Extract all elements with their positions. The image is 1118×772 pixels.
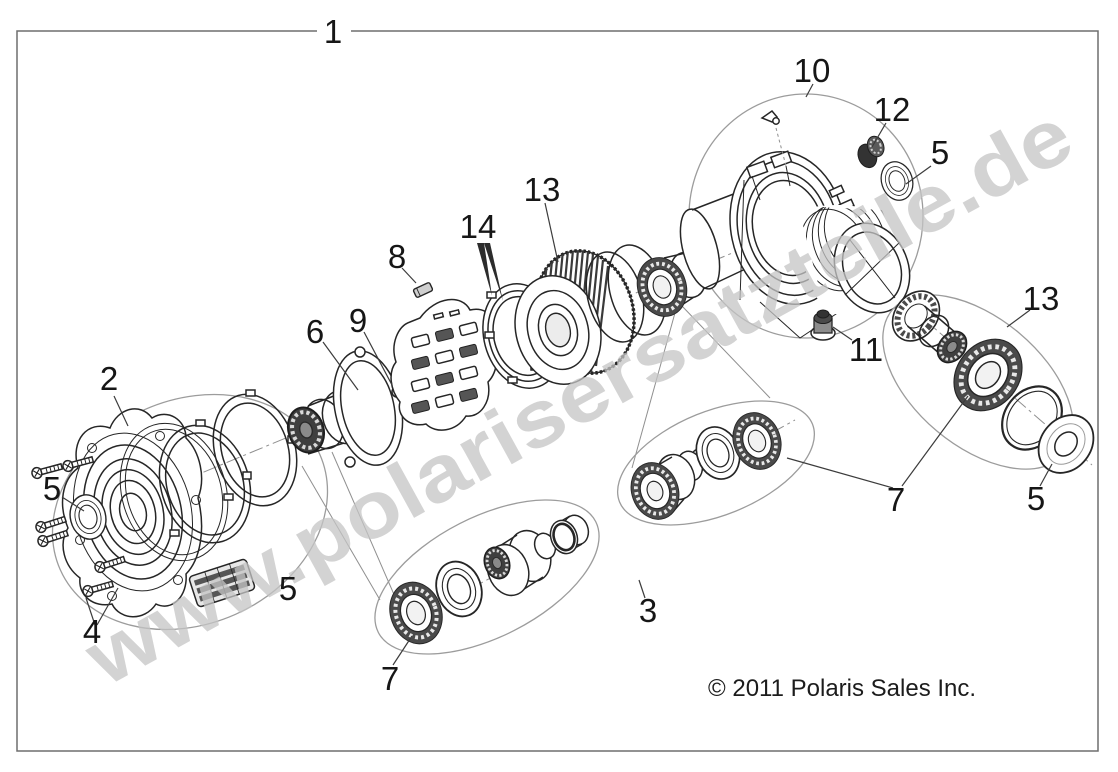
callout-bearing-right: 7 <box>887 481 905 518</box>
drain-plug <box>810 309 836 341</box>
thrust-washer <box>1037 414 1095 474</box>
bearing-kit-right <box>616 400 816 526</box>
callout-housing: 10 <box>794 52 831 89</box>
kit-hub <box>478 529 557 597</box>
callout-seal-left: 5 <box>43 470 61 507</box>
callout-fill-plug: 12 <box>874 91 911 128</box>
callout-clutch-drum: 13 <box>524 171 561 208</box>
input-tube <box>679 189 757 290</box>
callout-bearing-left: 7 <box>381 660 399 697</box>
cover-group-outline <box>51 393 329 631</box>
callout-labels: 1 2 5 4 5 6 9 8 14 13 10 12 5 11 13 5 7 … <box>43 13 1060 697</box>
callout-armature: 6 <box>306 313 324 350</box>
projection-lines <box>301 301 771 623</box>
callout-assembly: 1 <box>324 13 342 50</box>
callout-needle-cage: 5 <box>279 570 297 607</box>
callout-front-cover: 2 <box>100 360 118 397</box>
rollers <box>410 321 479 414</box>
callout-drain-plug: 11 <box>849 331 883 368</box>
callout-output-shaft: 13 <box>1023 280 1060 317</box>
screw <box>33 513 68 535</box>
needle-cage <box>188 558 256 608</box>
kit-hub2 <box>630 448 710 520</box>
callout-dowel-pin: 8 <box>388 238 406 275</box>
pinion-shaft <box>891 290 975 370</box>
output-tube <box>795 204 911 315</box>
watermark-text: www.polarisersatzteile.de <box>70 90 1087 703</box>
dowel-pin <box>412 282 434 298</box>
gearcase-housing-group <box>679 93 924 341</box>
callout-washer: 5 <box>1027 480 1045 517</box>
bearing-retainer-ring <box>158 419 252 544</box>
kit-sleeve <box>549 514 590 555</box>
border-frame <box>16 16 1099 752</box>
kit-left-outline <box>374 499 600 655</box>
callout-retainer: 14 <box>460 208 497 245</box>
copyright-text: © 2011 Polaris Sales Inc. <box>708 675 976 702</box>
callout-housing-seal: 5 <box>931 134 949 171</box>
leader-lines <box>61 83 1053 666</box>
front-cover-group <box>30 389 367 631</box>
callout-bearing-kit: 3 <box>639 592 657 629</box>
fill-plug <box>857 135 885 169</box>
callout-screws: 4 <box>83 613 101 650</box>
roll-cage <box>390 298 498 431</box>
bearing-kit-left <box>374 499 600 655</box>
grease-fitting <box>760 109 787 167</box>
callout-roll-cage: 9 <box>349 302 367 339</box>
output-shaft-group <box>882 290 1095 474</box>
clutch-drum <box>514 249 636 385</box>
notched-ring <box>212 389 298 507</box>
kit-right-outline <box>616 400 816 526</box>
